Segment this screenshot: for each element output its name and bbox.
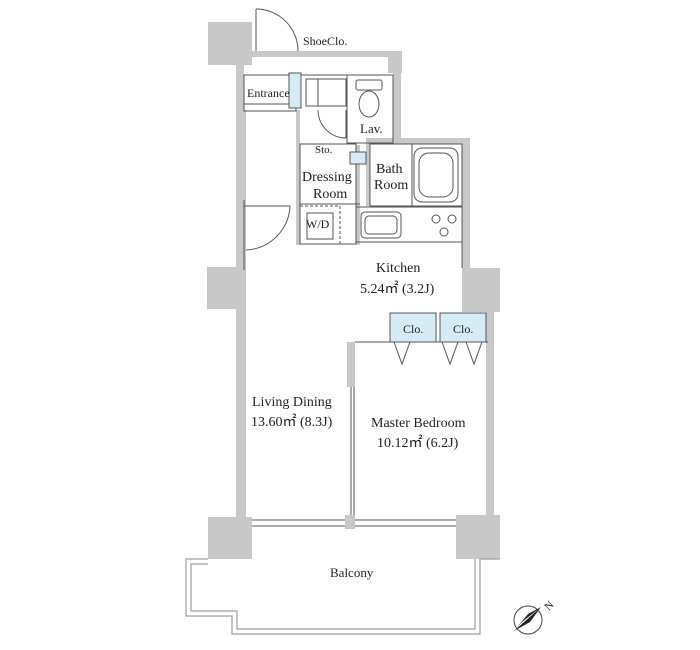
toilet-icon	[355, 79, 383, 118]
compass-north-label: N	[542, 599, 556, 613]
compass: N	[513, 599, 556, 635]
wall-left	[236, 110, 246, 520]
wall-corridor-right	[296, 110, 300, 245]
fixtures	[306, 79, 459, 240]
compass-needle-tail	[514, 607, 541, 631]
balcony	[185, 558, 500, 635]
wall-lav-right	[393, 73, 401, 143]
label-storage: Sto.	[315, 144, 333, 156]
label-balcony: Balcony	[330, 565, 374, 580]
lav-door-arc	[317, 109, 347, 139]
wall-entrance-left	[236, 65, 244, 110]
column-bottom-right	[456, 515, 500, 559]
kitchen-sink-icon	[360, 211, 402, 239]
balcony-outline-inner	[190, 559, 476, 630]
shoe-shelf	[305, 78, 347, 107]
wd-outline	[299, 205, 341, 245]
wall-bath-left	[366, 144, 370, 206]
entrance-door-arc	[255, 8, 299, 52]
label-closet-1: Clo.	[403, 322, 423, 336]
label-lavatory: Lav.	[360, 121, 383, 136]
doors	[244, 8, 483, 366]
label-living-area: 13.60㎡ (8.3J)	[251, 414, 333, 430]
stove-icon	[431, 214, 457, 237]
label-bedroom-area: 10.12㎡ (6.2J)	[377, 435, 459, 451]
label-washer-dryer: W/D	[306, 217, 330, 231]
balcony-outline-outer	[185, 558, 500, 635]
closets	[288, 72, 487, 343]
wall-dressing-right	[356, 145, 360, 245]
lav-outline	[346, 74, 394, 144]
bathtub-icon	[413, 147, 459, 203]
storage-box	[349, 151, 367, 165]
wall-bottom-mid	[345, 515, 355, 529]
label-kitchen-area: 5.24㎡ (3.2J)	[360, 281, 435, 297]
label-kitchen-name: Kitchen	[376, 261, 420, 276]
column-left-middle	[207, 267, 244, 309]
walls	[207, 22, 500, 559]
label-closet-2: Clo.	[453, 322, 473, 336]
closet-door-2	[441, 341, 459, 366]
wall-top	[252, 51, 400, 57]
label-dressing-line1: Dressing	[302, 170, 352, 185]
label-entrance: Entrance	[247, 86, 290, 100]
interior-lines	[243, 74, 488, 527]
wall-bath-right	[462, 138, 470, 268]
labels: ShoeClo. Entrance Lav. Sto. Dressing Roo…	[247, 34, 473, 580]
column-right-upper	[462, 268, 500, 312]
wall-bedroom-left	[347, 342, 355, 387]
washer-drain-icon	[306, 212, 334, 240]
wall-right	[486, 312, 494, 517]
kitchen-counter	[355, 206, 463, 243]
side-door-arc	[245, 205, 291, 251]
wall-bath-top	[366, 138, 466, 144]
closet-box-1	[389, 312, 437, 343]
column-top-right	[388, 51, 402, 73]
closet-door-3	[465, 341, 483, 366]
closet-box-2	[439, 312, 487, 343]
label-bedroom-name: Master Bedroom	[371, 416, 466, 431]
closet-door-1	[393, 341, 411, 366]
label-living-name: Living Dining	[252, 395, 332, 410]
label-dressing-line2: Room	[313, 187, 347, 202]
column-top-left	[208, 22, 252, 65]
shoe-closet-box	[288, 72, 302, 109]
column-bottom-left	[208, 517, 252, 559]
label-shoe-closet: ShoeClo.	[303, 34, 347, 48]
label-bath-line2: Room	[374, 178, 408, 193]
label-bath-line1: Bath	[376, 162, 402, 177]
bath-outline	[369, 143, 463, 207]
